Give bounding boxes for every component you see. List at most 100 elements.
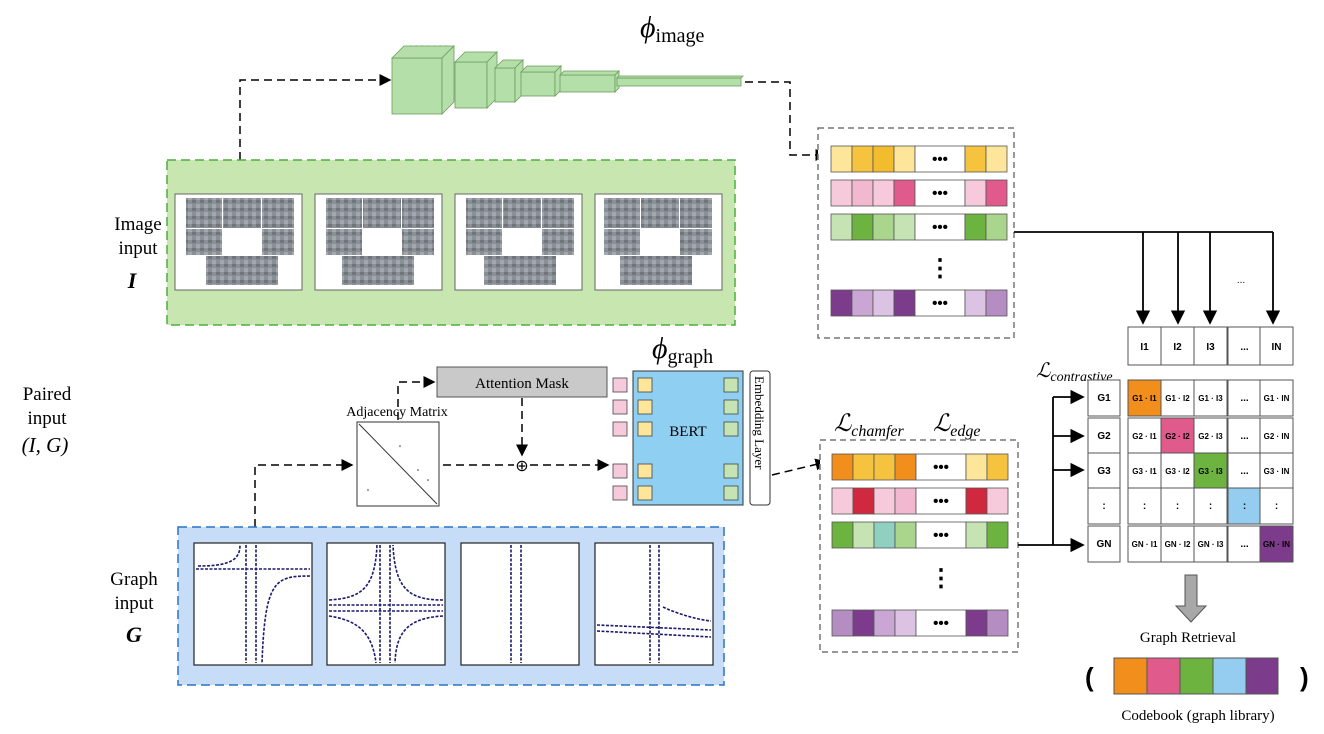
matrix-cell-label: : (1275, 501, 1278, 512)
matrix-cell-label: G3 · I3 (1198, 467, 1223, 476)
matrix-cell (1160, 487, 1195, 525)
matrix-cell-label: G1 · IN (1264, 394, 1290, 403)
matrix-cell-label: G1 · I3 (1198, 394, 1223, 403)
embedding-layer-label: Embedding Layer (752, 376, 767, 470)
matrix-cell (1193, 487, 1228, 525)
matrix-cell-label: G1 · I2 (1165, 394, 1190, 403)
vertical-ellipsis: ⋮ (929, 565, 953, 592)
ellipsis: ••• (932, 151, 948, 168)
ellipsis: ••• (933, 615, 949, 632)
matrix-cell (1259, 452, 1294, 490)
phi-image-label: ϕimage (640, 11, 705, 47)
small-dots: ... (1237, 275, 1245, 286)
image-sample-4 (594, 193, 723, 291)
matrix-cell-label: G2 · IN (1264, 432, 1290, 441)
graph-embedding-row-n (831, 609, 1009, 637)
matrix-cell (1193, 417, 1228, 455)
input-token-column (612, 377, 628, 501)
matrix-cell (1193, 379, 1228, 417)
retrieval-arrow (1174, 574, 1208, 623)
graph-samples (193, 542, 714, 666)
graph-input-line1: Graph (110, 569, 158, 590)
image-input-line2: input (118, 238, 158, 259)
bert-left-tokens (637, 377, 653, 501)
matrix-cell-label: G2 · I1 (1132, 432, 1157, 441)
vertical-ellipsis: ⋮ (928, 255, 952, 282)
column-header-label: I2 (1173, 342, 1182, 353)
similarity-matrix: G1 · I1 G1 · I2 G1 · I3... G1 · IN G2 · I1 G2… (1127, 379, 1294, 563)
ellipsis: ••• (932, 219, 948, 236)
graph-to-rows-arrows (1018, 389, 1085, 553)
row-header-label: : (1102, 501, 1105, 512)
matrix-cell-diagonal (1259, 525, 1294, 563)
image-flow-arrows (239, 74, 828, 161)
graph-input-var: G (126, 622, 142, 647)
loss-chamfer-label: ℒchamfer (834, 411, 905, 440)
graph-embedding-row-3 (831, 521, 1009, 549)
image-sample-3 (454, 193, 583, 291)
matrix-cell-diagonal (1127, 379, 1162, 417)
matrix-cell-label: ... (1240, 539, 1249, 550)
matrix-cell-label: ... (1240, 393, 1249, 404)
column-header-label: I1 (1140, 342, 1149, 353)
ellipsis: ••• (932, 185, 948, 202)
graph-input-line2: input (114, 593, 154, 614)
codebook-strip (1113, 657, 1279, 695)
column-header-cell (1227, 326, 1262, 366)
graph-retrieval-label: Graph Retrieval (1140, 630, 1236, 646)
image-embedding-row-1 (830, 145, 1008, 173)
matrix-cell (1127, 487, 1162, 525)
attention-mask-box (436, 366, 608, 398)
matrix-cell-label: : (1209, 501, 1212, 512)
matrix-cell-label: G1 · I1 (1132, 394, 1157, 403)
matrix-cell (1160, 379, 1195, 417)
close-paren: ) (1300, 662, 1309, 692)
image-sample-2 (314, 193, 443, 291)
image-to-columns-arrows (1014, 231, 1281, 325)
row-header-label: G2 (1097, 431, 1111, 442)
column-header-cell (1160, 326, 1195, 366)
ellipsis: ••• (933, 493, 949, 510)
matrix-cell-label: : (1176, 501, 1179, 512)
paired-input-var: (I, G) (22, 433, 69, 457)
graph-embedding-row-2 (831, 487, 1009, 515)
matrix-cell (1193, 525, 1228, 563)
oplus-icon: ⊕ (515, 458, 528, 475)
row-header-label: G3 (1097, 466, 1111, 477)
phi-graph-label: ϕgraph (652, 332, 713, 368)
ellipsis: ••• (933, 527, 949, 544)
ellipsis: ••• (933, 459, 949, 476)
row-header-label: GN (1097, 539, 1112, 550)
matrix-cell-label: GN · I1 (1132, 540, 1158, 549)
row-header-cell (1087, 525, 1121, 563)
matrix-cell-label: GN · IN (1263, 540, 1290, 549)
row-header-cell (1087, 379, 1121, 417)
attention-mask-label: Attention Mask (475, 376, 569, 392)
image-embedding-row-2 (830, 179, 1008, 207)
paired-input-line1: Paired (23, 384, 72, 405)
matrix-cell (1259, 417, 1294, 455)
matrix-cell (1227, 525, 1262, 563)
column-header-cell (1259, 326, 1294, 366)
codebook-label: Codebook (graph library) (1121, 708, 1274, 724)
graph-roads (196, 544, 712, 664)
adjacency-matrix-label: Adjacency Matrix (346, 405, 447, 420)
column-header-cell (1127, 326, 1162, 366)
matrix-cell (1127, 417, 1162, 455)
embedding-layer-box (749, 370, 771, 506)
ellipsis: ••• (932, 295, 948, 312)
matrix-cell-label: : (1143, 501, 1146, 512)
bert-right-tokens (723, 377, 739, 501)
row-header-cell (1087, 452, 1121, 490)
cnn-encoder: ϕimage (391, 11, 744, 115)
matrix-cell-label: G3 · IN (1264, 467, 1290, 476)
matrix-cell-label: GN · I3 (1198, 540, 1224, 549)
image-embedding-row-3 (830, 213, 1008, 241)
row-header-label: G1 (1097, 393, 1111, 404)
row-header-cell (1087, 487, 1121, 525)
bert-label: BERT (669, 424, 706, 440)
paired-input-line2: input (27, 408, 67, 429)
